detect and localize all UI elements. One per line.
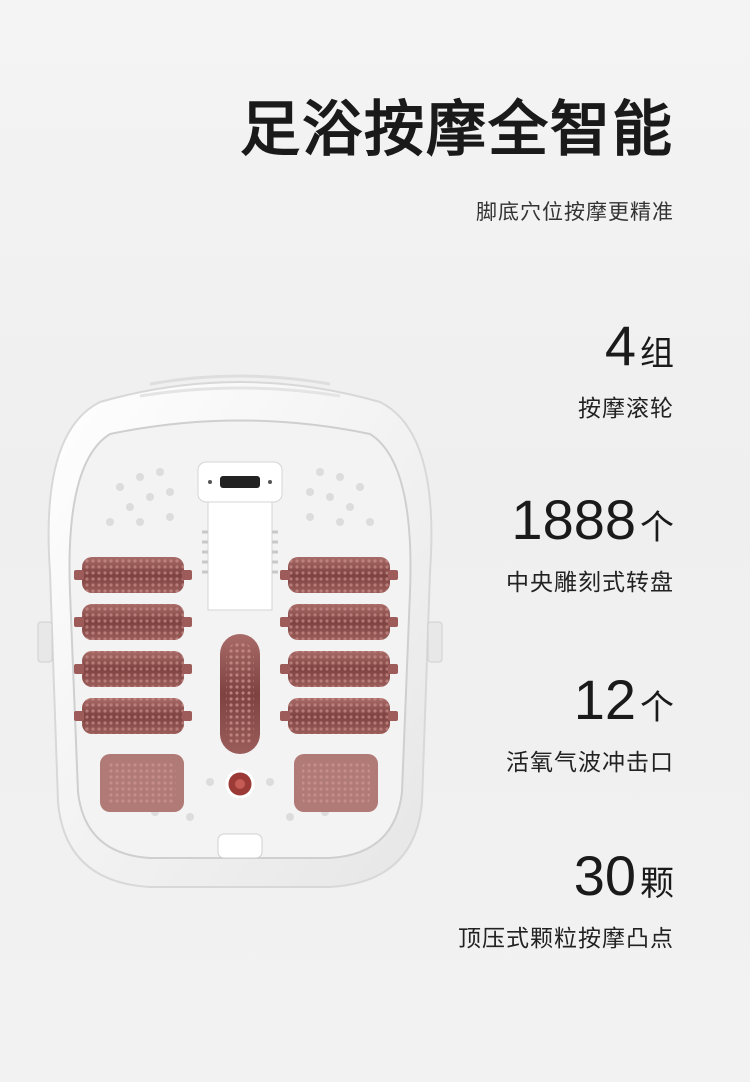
page-title: 足浴按摩全智能 <box>240 95 674 165</box>
stat-description: 活氧气波冲击口 <box>506 750 674 776</box>
left-rollers <box>82 557 184 734</box>
stat-description: 中央雕刻式转盘 <box>506 570 674 596</box>
stat-unit: 颗 <box>640 864 674 904</box>
stat-number: 30 <box>573 844 636 907</box>
stat-number: 1888 <box>511 488 636 551</box>
page-subtitle: 脚底穴位按摩更精准 <box>476 200 674 224</box>
right-rollers <box>288 557 390 734</box>
stat-unit: 个 <box>640 508 674 548</box>
stat-description: 顶压式颗粒按摩凸点 <box>458 926 674 952</box>
stat-unit: 个 <box>640 688 674 728</box>
foot-spa-product-image <box>37 374 443 888</box>
stat-unit: 组 <box>640 334 674 374</box>
stat-number: 4 <box>604 314 636 377</box>
stat-description: 按摩滚轮 <box>578 396 674 422</box>
display-screen <box>220 476 260 488</box>
stat-number: 12 <box>573 668 636 731</box>
